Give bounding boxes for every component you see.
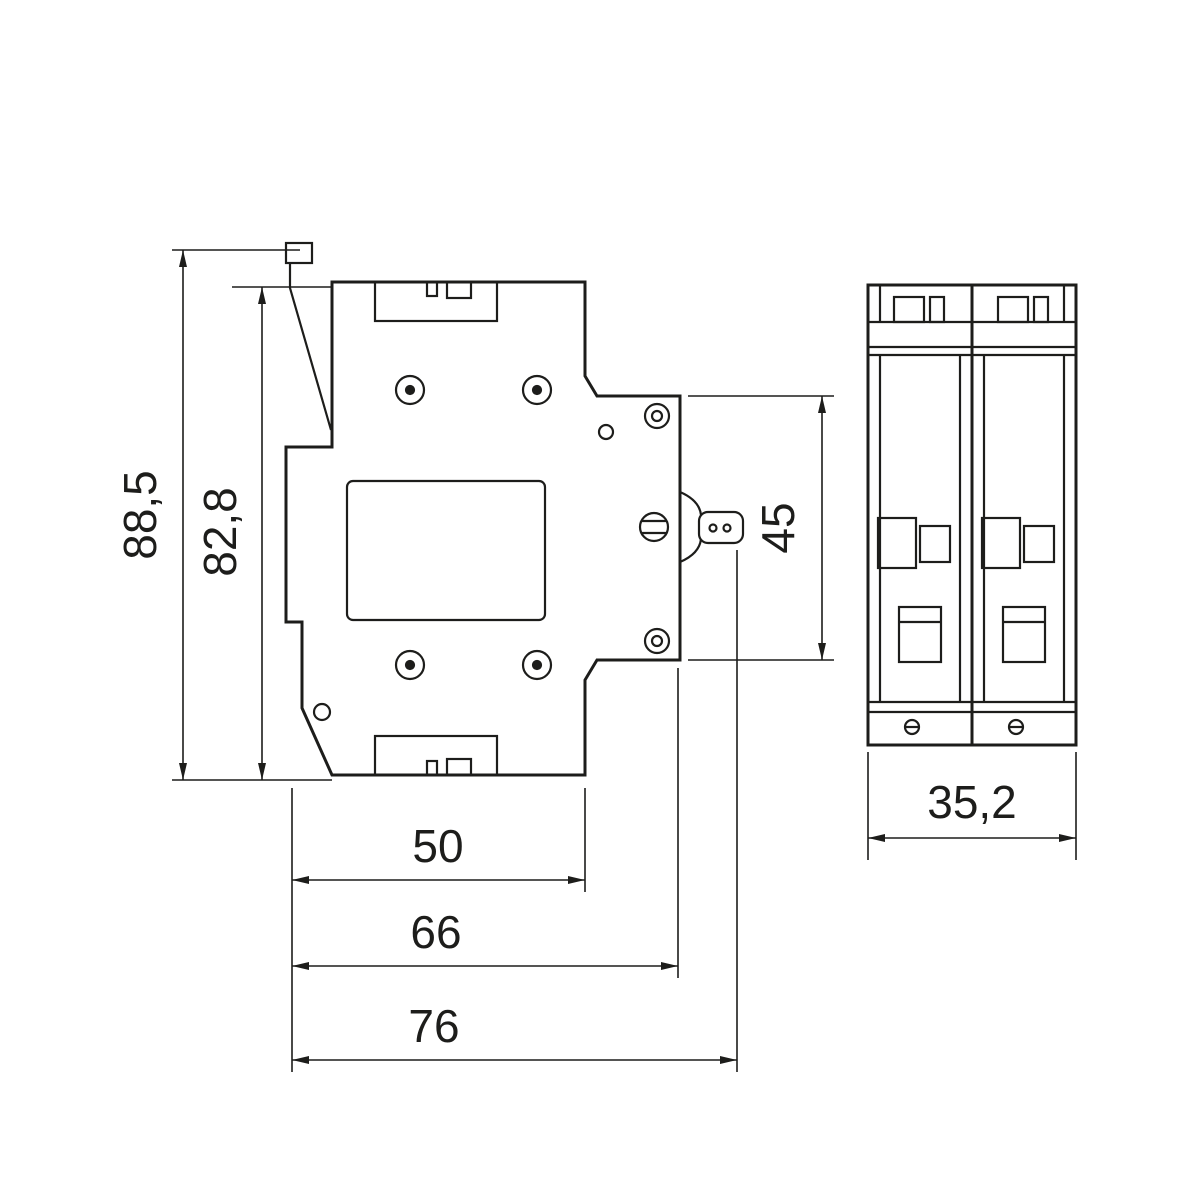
din-clip-spring (288, 263, 333, 431)
screw-hole (394, 649, 426, 681)
screw-hole-center (531, 384, 543, 396)
terminal-ring-inner (650, 409, 664, 423)
indicator-window-small (1022, 524, 1056, 564)
terminal-tab (892, 295, 926, 324)
toggle-bulge-top (679, 490, 703, 516)
screw-hole (521, 649, 553, 681)
dim-terminal-span: 45 (688, 395, 834, 661)
bottom-terminal-notch-small (425, 759, 439, 777)
terminal-tab-small (1032, 295, 1050, 324)
bottom-terminal-notch-large (445, 757, 473, 777)
front-view (866, 283, 1078, 747)
toggle-lever-dot (722, 523, 732, 533)
label-window (345, 479, 547, 622)
front-toggle (897, 605, 943, 664)
screw-hole-center (531, 659, 543, 671)
dim-body-height: 82,8 (194, 286, 332, 780)
dim-label-body-width: 50 (412, 820, 463, 872)
top-terminal-notch-small (425, 280, 439, 298)
terminal-tab-small (928, 295, 946, 324)
dim-width-with-connector: 66 (292, 668, 679, 978)
toggle-lever (697, 510, 745, 545)
side-view (284, 241, 745, 777)
indicator-window-small (918, 524, 952, 564)
terminal-ring (643, 402, 671, 430)
dim-pole-width: 35,2 (867, 752, 1077, 860)
din-clip-top (284, 241, 314, 265)
screw-hole-center (404, 384, 416, 396)
screw-hole-center (404, 659, 416, 671)
small-hole (597, 423, 615, 441)
dim-label-overall-height: 88,5 (114, 470, 166, 560)
toggle-lever-dot (708, 523, 718, 533)
indicator-window (876, 516, 918, 570)
dim-body-width: 50 (291, 788, 586, 1072)
side-view-body-outline (284, 280, 682, 777)
screw-hole (521, 374, 553, 406)
terminal-ring-inner (650, 634, 664, 648)
dim-label-terminal-span: 45 (752, 502, 804, 553)
screw-hole (394, 374, 426, 406)
indicator-window (980, 516, 1022, 570)
dim-label-pole-width: 35,2 (927, 776, 1017, 828)
dim-overall-width: 76 (292, 550, 738, 1072)
front-toggle (1001, 605, 1047, 664)
clip-pin-hole (312, 702, 332, 722)
terminal-tab (996, 295, 1030, 324)
top-terminal-notch-large (445, 280, 473, 300)
dim-overall-height: 88,5 (114, 249, 332, 781)
dim-label-overall-width: 76 (408, 1000, 459, 1052)
terminal-ring (643, 627, 671, 655)
toggle-bulge-bottom (679, 538, 703, 564)
dim-label-body-height: 82,8 (194, 487, 246, 577)
slotted-screw (638, 511, 670, 543)
dim-label-width-with-connector: 66 (410, 906, 461, 958)
dimensions: 88,5 82,8 45 50 (114, 249, 1077, 1072)
